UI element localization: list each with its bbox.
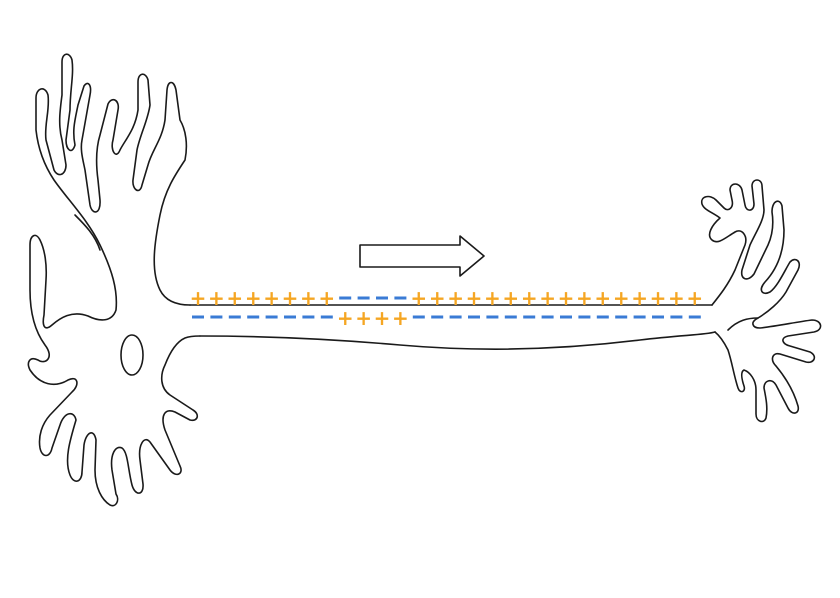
positive-charge: + bbox=[226, 286, 243, 310]
negative-charge bbox=[431, 315, 444, 319]
positive-charge: + bbox=[650, 286, 667, 310]
positive-charge: + bbox=[576, 286, 593, 310]
positive-charge: + bbox=[466, 286, 483, 310]
negative-charge bbox=[541, 315, 554, 319]
positive-charge: + bbox=[337, 306, 354, 330]
positive-charge: + bbox=[374, 306, 391, 330]
positive-charge: + bbox=[429, 286, 446, 310]
positive-charge: + bbox=[594, 286, 611, 310]
negative-charge bbox=[688, 315, 701, 319]
axon-terminal-outline bbox=[700, 179, 822, 423]
positive-charge: + bbox=[208, 286, 225, 310]
outer-charge-row: ++++++++++++++++++++++++ bbox=[190, 286, 704, 310]
negative-charge bbox=[596, 315, 609, 319]
positive-charge: + bbox=[263, 286, 280, 310]
positive-charge: + bbox=[686, 286, 703, 310]
positive-charge: + bbox=[521, 286, 538, 310]
positive-charge: + bbox=[502, 286, 519, 310]
negative-charge bbox=[320, 315, 333, 319]
positive-charge: + bbox=[631, 286, 648, 310]
negative-charge bbox=[339, 296, 352, 300]
negative-charge bbox=[228, 315, 241, 319]
negative-charge bbox=[265, 315, 278, 319]
negative-charge bbox=[394, 296, 407, 300]
positive-charge: + bbox=[190, 286, 207, 310]
positive-charge: + bbox=[558, 286, 575, 310]
negative-charge bbox=[449, 315, 462, 319]
negative-charge bbox=[486, 315, 499, 319]
negative-charge bbox=[247, 315, 260, 319]
positive-charge: + bbox=[447, 286, 464, 310]
negative-charge bbox=[633, 315, 646, 319]
axon-terminal-inner bbox=[727, 317, 759, 331]
negative-charge bbox=[615, 315, 628, 319]
axon-lower-membrane bbox=[199, 331, 716, 350]
positive-charge: + bbox=[355, 306, 372, 330]
positive-charge: + bbox=[484, 286, 501, 310]
positive-charge: + bbox=[613, 286, 630, 310]
negative-charge bbox=[412, 315, 425, 319]
positive-charge: + bbox=[282, 286, 299, 310]
negative-charge bbox=[192, 315, 204, 319]
positive-charge: + bbox=[300, 286, 317, 310]
positive-charge: + bbox=[539, 286, 556, 310]
negative-charge bbox=[504, 315, 517, 319]
neuron-nucleus bbox=[120, 334, 144, 376]
positive-charge: + bbox=[392, 306, 409, 330]
dendrite-inner-left bbox=[74, 214, 101, 251]
negative-charge bbox=[357, 296, 370, 300]
positive-charge: + bbox=[245, 286, 262, 310]
negative-charge bbox=[670, 315, 683, 319]
negative-charge bbox=[578, 315, 591, 319]
negative-charge bbox=[302, 315, 315, 319]
negative-charge bbox=[284, 315, 296, 319]
neuron-soma-outline bbox=[27, 53, 201, 507]
inner-charge-row: ++++ bbox=[192, 306, 701, 330]
positive-charge: + bbox=[318, 286, 335, 310]
negative-charge bbox=[468, 315, 480, 319]
positive-charge: + bbox=[668, 286, 685, 310]
right-arrow-icon bbox=[359, 235, 485, 277]
negative-charge bbox=[523, 315, 536, 319]
negative-charge bbox=[652, 315, 664, 319]
negative-charge bbox=[210, 315, 223, 319]
positive-charge: + bbox=[410, 286, 427, 310]
negative-charge bbox=[560, 315, 572, 319]
negative-charge bbox=[376, 296, 388, 300]
